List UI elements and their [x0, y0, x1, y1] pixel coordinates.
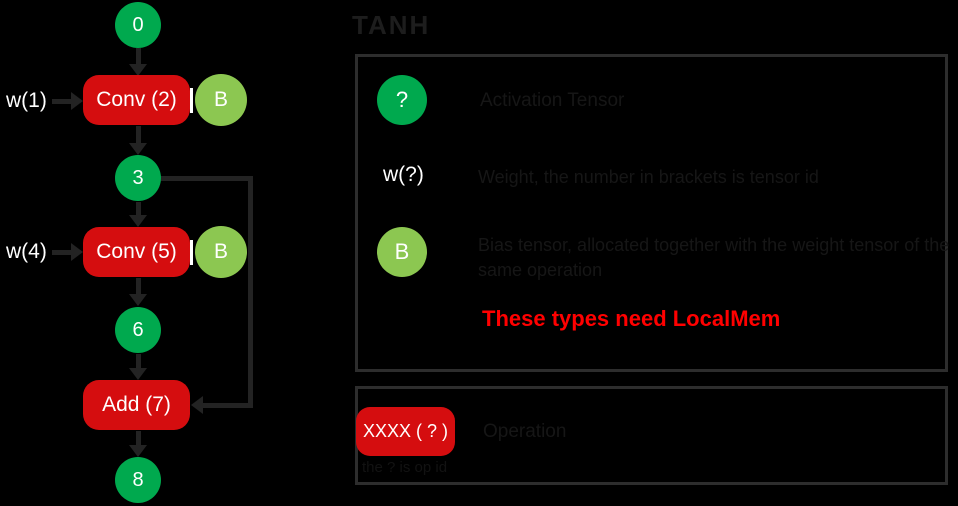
legend-activation-icon-label: ? — [395, 87, 409, 112]
tensor-node-6: 6 — [115, 307, 161, 353]
op-node-conv5-label: Conv (5) — [96, 240, 177, 263]
op-node-add7: Add (7) — [83, 380, 190, 430]
bias-badge-1: B — [195, 74, 247, 126]
legend-bias-desc-line1: Bias tensor, allocated together with the… — [478, 235, 950, 255]
tensor-node-3-label: 3 — [132, 166, 144, 189]
legend-operation-box: XXXX ( ? ) — [356, 407, 455, 456]
tensor-node-0-label: 0 — [132, 13, 144, 36]
bias-badge-2-label: B — [213, 240, 228, 263]
tensor-node-6-label: 6 — [132, 318, 144, 341]
arrowhead-n6-add7 — [129, 368, 147, 380]
edge-conv5-n6 — [136, 278, 141, 296]
arrowhead-n3-conv5 — [129, 215, 147, 227]
legend-weight-symbol: w(?) — [383, 163, 424, 186]
legend-activation-icon: ? — [377, 75, 427, 125]
edge-w4-conv5 — [52, 250, 72, 255]
legend-operation-note: the ? is op id — [362, 459, 448, 476]
weight-label-w4: w(4) — [6, 240, 47, 263]
op-node-conv5: Conv (5) — [83, 227, 190, 277]
arrowhead-conv2-n3 — [129, 143, 147, 155]
edge-n3-conv5 — [136, 202, 141, 217]
bias-connector-2 — [190, 240, 193, 265]
edge-bypass-horizontal-top — [161, 176, 253, 181]
legend-weight-desc: Weight, the number in brackets is tensor… — [478, 167, 819, 187]
bias-connector-1 — [190, 88, 193, 113]
legend-activation-desc: Activation Tensor — [480, 90, 625, 111]
edge-w1-conv2 — [52, 99, 72, 104]
edge-n0-conv2 — [136, 48, 141, 66]
arrowhead-n0-conv2 — [129, 64, 147, 76]
tensor-node-8: 8 — [115, 457, 161, 503]
arrowhead-add7-n8 — [129, 445, 147, 457]
arrowhead-bypass-add7 — [191, 396, 203, 414]
legend-operation-box-label: XXXX ( ? ) — [362, 421, 449, 441]
edge-add7-n8 — [136, 431, 141, 446]
legend-bias-icon-label: B — [394, 239, 410, 264]
bias-badge-1-label: B — [213, 88, 228, 111]
bias-badge-2: B — [195, 226, 247, 278]
edge-n6-add7 — [136, 354, 141, 369]
legend-warning-text: These types need LocalMem — [482, 306, 781, 331]
tensor-node-8-label: 8 — [132, 468, 144, 491]
arrowhead-w1-conv2 — [71, 92, 83, 110]
tensor-node-0: 0 — [115, 2, 161, 48]
op-node-conv2-label: Conv (2) — [96, 88, 177, 111]
legend-bias-icon: B — [377, 227, 427, 277]
edge-bypass-horizontal-bottom — [203, 403, 253, 408]
arrowhead-w4-conv5 — [71, 243, 83, 261]
op-node-conv2: Conv (2) — [83, 75, 190, 125]
legend-bias-desc-line2: same operation — [478, 260, 603, 280]
legend-box-tensors — [355, 54, 948, 372]
legend-title: TANH — [352, 10, 431, 40]
legend-operation-desc: Operation — [483, 421, 567, 442]
arrowhead-conv5-n6 — [129, 294, 147, 306]
tensor-node-3: 3 — [115, 155, 161, 201]
weight-label-w1: w(1) — [6, 89, 47, 112]
edge-conv2-n3 — [136, 126, 141, 145]
op-node-add7-label: Add (7) — [102, 393, 171, 416]
edge-bypass-vertical — [248, 176, 253, 408]
